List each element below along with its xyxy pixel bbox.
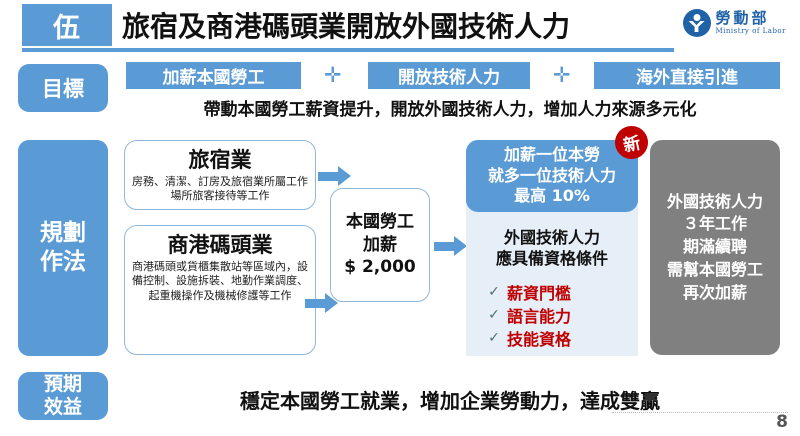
section-label-plan-line2: 作法 bbox=[40, 249, 86, 275]
check-icon: ✓ bbox=[488, 306, 500, 323]
port-card-description: 商港碼頭或貨櫃集散站等區域內，設備控制、設施拆裝、地勤作業調度、起重機操作及機械… bbox=[132, 260, 308, 302]
arrow-right-icon-panel bbox=[434, 236, 469, 256]
qualification-panel-title: 外國技術人力 應具備資格條件 bbox=[466, 228, 638, 270]
plus-icon-2: ✛ bbox=[553, 63, 571, 87]
section-label-plan-line1: 規劃 bbox=[40, 220, 86, 247]
page-title: 旅宿及商港碼頭業開放外國技術人力 bbox=[122, 10, 571, 43]
section-label-benefit-line2: 效益 bbox=[43, 396, 82, 418]
goal-pill-1: 加薪本國勞工 bbox=[126, 62, 301, 89]
list-item: ✓ 薪資門檻 bbox=[488, 280, 638, 303]
hotel-card-title: 旅宿業 bbox=[188, 148, 252, 172]
page-number: 8 bbox=[776, 412, 788, 432]
renewal-line3: 期滿續聘 bbox=[682, 237, 747, 257]
section-label-benefit: 預期 效益 bbox=[18, 372, 108, 420]
qualification-list: ✓ 薪資門檻 ✓ 語言能力 ✓ 技能資格 bbox=[488, 280, 638, 349]
logo-name-english: Ministry of Labor bbox=[715, 27, 786, 35]
logo-name-chinese: 勞動部 bbox=[715, 9, 770, 27]
section-number: 伍 bbox=[22, 4, 112, 46]
ratio-rule-line2: 就多一位技術人力 bbox=[487, 165, 616, 185]
goal-subtitle: 帶動本國勞工薪資提升，開放外國技術人力，增加人力來源多元化 bbox=[203, 100, 697, 120]
qualification-item-label: 薪資門檻 bbox=[507, 283, 572, 303]
ratio-rule-banner: 加薪一位本勞 就多一位技術人力 最高 10% bbox=[466, 140, 638, 212]
industry-card-hotel: 旅宿業 房務、清潔、訂房及旅宿業所屬工作場所旅客接待等工作 bbox=[124, 140, 316, 210]
footer-divider bbox=[612, 412, 788, 413]
renewal-line2: ３年工作 bbox=[682, 214, 747, 234]
qualification-title-line2: 應具備資格條件 bbox=[495, 248, 608, 268]
ministry-of-labor-logo: 勞動部 Ministry of Labor bbox=[682, 5, 786, 41]
industry-card-port: 商港碼頭業 商港碼頭或貨櫃集散站等區域內，設備控制、設施拆裝、地勤作業調度、起重… bbox=[124, 225, 316, 355]
wage-raise-card: 本國勞工 加薪 $ 2,000 bbox=[330, 188, 430, 302]
logo-text: 勞動部 Ministry of Labor bbox=[716, 11, 786, 35]
section-label-goal-text: 目標 bbox=[42, 77, 84, 101]
section-label-plan: 規劃 作法 bbox=[18, 140, 108, 356]
goal-pill-2: 開放技術人力 bbox=[368, 62, 530, 89]
wage-raise-text: 本國勞工 加薪 $ 2,000 bbox=[344, 211, 416, 280]
ministry-emblem-icon bbox=[682, 9, 711, 37]
section-label-goal: 目標 bbox=[18, 64, 108, 112]
renewal-condition-text: 外國技術人力 ３年工作 期滿續聘 需幫本國勞工 再次加薪 bbox=[667, 191, 763, 305]
renewal-line4: 需幫本國勞工 bbox=[666, 259, 763, 279]
qualification-title-line1: 外國技術人力 bbox=[503, 228, 600, 247]
section-label-benefit-line1: 預期 bbox=[43, 373, 82, 396]
renewal-condition-card: 外國技術人力 ３年工作 期滿續聘 需幫本國勞工 再次加薪 bbox=[650, 140, 780, 355]
benefit-text: 穩定本國勞工就業，增加企業勞動力，達成雙贏 bbox=[240, 389, 660, 413]
renewal-line5: 再次加薪 bbox=[682, 282, 747, 302]
ratio-rule-line1: 加薪一位本勞 bbox=[503, 145, 600, 165]
check-icon: ✓ bbox=[488, 329, 500, 346]
list-item: ✓ 技能資格 bbox=[488, 326, 638, 349]
plus-icon-1: ✛ bbox=[324, 63, 342, 87]
wage-raise-amount: $ 2,000 bbox=[344, 257, 416, 278]
check-icon: ✓ bbox=[488, 283, 500, 300]
arrow-right-icon-hotel bbox=[318, 166, 353, 186]
wage-raise-line2: 加薪 bbox=[363, 234, 397, 255]
hotel-card-description: 房務、清潔、訂房及旅宿業所屬工作場所旅客接待等工作 bbox=[132, 175, 308, 203]
ratio-rule-line3: 最高 10% bbox=[514, 186, 590, 206]
qualification-item-label: 語言能力 bbox=[507, 306, 572, 326]
port-card-title: 商港碼頭業 bbox=[167, 233, 273, 257]
renewal-line1: 外國技術人力 bbox=[666, 191, 763, 211]
list-item: ✓ 語言能力 bbox=[488, 303, 638, 326]
wage-raise-line1: 本國勞工 bbox=[346, 211, 414, 232]
qualification-item-label: 技能資格 bbox=[507, 329, 572, 349]
goal-pill-3: 海外直接引進 bbox=[594, 62, 780, 89]
header-divider bbox=[22, 48, 674, 52]
